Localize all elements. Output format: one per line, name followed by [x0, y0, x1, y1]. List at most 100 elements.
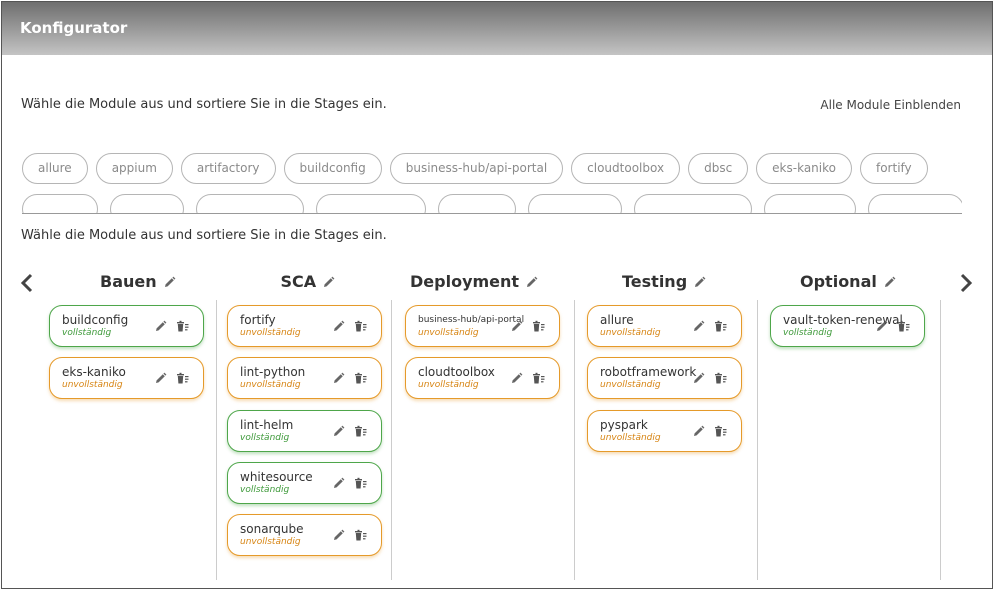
module-pill[interactable]: eks-kaniko: [756, 153, 852, 184]
trash-icon[interactable]: [176, 372, 189, 385]
module-pill-clipped[interactable]: [868, 194, 962, 214]
pencil-icon[interactable]: [154, 372, 167, 385]
module-card-name: cloudtoolbox: [418, 365, 495, 379]
stages-intro-text: Wähle die Module aus und sortiere Sie in…: [21, 228, 387, 243]
module-card-name: fortify: [240, 313, 276, 327]
intro-text: Wähle die Module aus und sortiere Sie in…: [21, 97, 387, 112]
pencil-icon[interactable]: [883, 276, 896, 289]
module-card-name: vault-token-renewal: [783, 313, 903, 327]
trash-icon[interactable]: [532, 372, 545, 385]
trash-icon[interactable]: [532, 320, 545, 333]
title-bar: Konfigurator: [2, 2, 992, 55]
trash-icon[interactable]: [354, 425, 367, 438]
stage-title: Deployment: [410, 272, 538, 291]
module-pill[interactable]: business-hub/api-portal: [389, 153, 564, 184]
stage-title-label: Optional: [800, 272, 877, 291]
stage-column-divider: [216, 300, 217, 580]
stage-column-divider: [757, 300, 758, 580]
module-card-name: eks-kaniko: [62, 365, 126, 379]
pencil-icon[interactable]: [332, 529, 345, 542]
pencil-icon[interactable]: [693, 276, 706, 289]
module-pill[interactable]: artifactory: [180, 153, 276, 184]
pencil-icon[interactable]: [510, 320, 523, 333]
stage-title: Testing: [622, 272, 706, 291]
trash-icon[interactable]: [714, 372, 727, 385]
module-pill[interactable]: cloudtoolbox: [571, 153, 681, 184]
module-card-name: robotframework: [600, 365, 697, 379]
chevron-right-icon[interactable]: [959, 272, 973, 294]
pencil-icon[interactable]: [692, 425, 705, 438]
pencil-icon[interactable]: [692, 320, 705, 333]
module-card-status: vollständig: [240, 485, 290, 495]
pencil-icon[interactable]: [875, 320, 888, 333]
app-title: Konfigurator: [20, 19, 128, 37]
module-pill[interactable]: buildconfig: [283, 153, 382, 184]
module-pill-clipped[interactable]: [196, 194, 304, 214]
module-pool: allure appium artifactory buildconfig bu…: [22, 153, 962, 184]
pencil-icon[interactable]: [525, 276, 538, 289]
module-card-status: vollständig: [62, 328, 112, 338]
trash-icon[interactable]: [176, 320, 189, 333]
trash-icon[interactable]: [354, 320, 367, 333]
trash-icon[interactable]: [354, 529, 367, 542]
module-pool-divider: [22, 213, 962, 214]
pencil-icon[interactable]: [510, 372, 523, 385]
module-card-name: buildconfig: [62, 313, 129, 327]
module-pill[interactable]: allure: [22, 153, 88, 184]
module-pill-clipped[interactable]: [316, 194, 426, 214]
stage-title-label: Deployment: [410, 272, 520, 291]
module-card-name: lint-python: [240, 365, 306, 379]
pencil-icon[interactable]: [163, 276, 176, 289]
show-all-modules-link[interactable]: Alle Module Einblenden: [820, 98, 961, 112]
module-card-name: sonarqube: [240, 522, 304, 536]
chevron-left-icon[interactable]: [20, 272, 34, 294]
module-pill-clipped[interactable]: [634, 194, 752, 214]
module-card-status: unvollständig: [240, 380, 301, 390]
stage-title-label: Testing: [622, 272, 688, 291]
module-pill-clipped[interactable]: [528, 194, 622, 214]
trash-icon[interactable]: [714, 425, 727, 438]
module-card-status: unvollständig: [600, 328, 661, 338]
module-card-name: allure: [600, 313, 634, 327]
module-pill-clipped[interactable]: [764, 194, 856, 214]
module-card-status: vollständig: [783, 328, 833, 338]
trash-icon[interactable]: [714, 320, 727, 333]
trash-icon[interactable]: [354, 477, 367, 490]
module-pool-overflow-row: [22, 194, 962, 214]
trash-icon[interactable]: [897, 320, 910, 333]
pencil-icon[interactable]: [154, 320, 167, 333]
pencil-icon[interactable]: [332, 320, 345, 333]
module-card-status: unvollständig: [600, 433, 661, 443]
pencil-icon[interactable]: [332, 425, 345, 438]
pencil-icon[interactable]: [332, 477, 345, 490]
pencil-icon[interactable]: [692, 372, 705, 385]
stage-title-label: Bauen: [100, 272, 157, 291]
module-pill[interactable]: appium: [95, 153, 173, 184]
pencil-icon[interactable]: [332, 372, 345, 385]
module-pill-clipped[interactable]: [438, 194, 516, 214]
pencil-icon[interactable]: [322, 276, 335, 289]
module-pill-clipped[interactable]: [110, 194, 184, 214]
module-card-status: unvollständig: [418, 380, 479, 390]
module-pill-clipped[interactable]: [22, 194, 98, 214]
trash-icon[interactable]: [354, 372, 367, 385]
stage-title: Optional: [800, 272, 896, 291]
module-pill[interactable]: fortify: [859, 153, 928, 184]
module-pill[interactable]: dbsc: [688, 153, 749, 184]
module-card-status: unvollständig: [600, 380, 661, 390]
stage-column-divider: [391, 300, 392, 580]
